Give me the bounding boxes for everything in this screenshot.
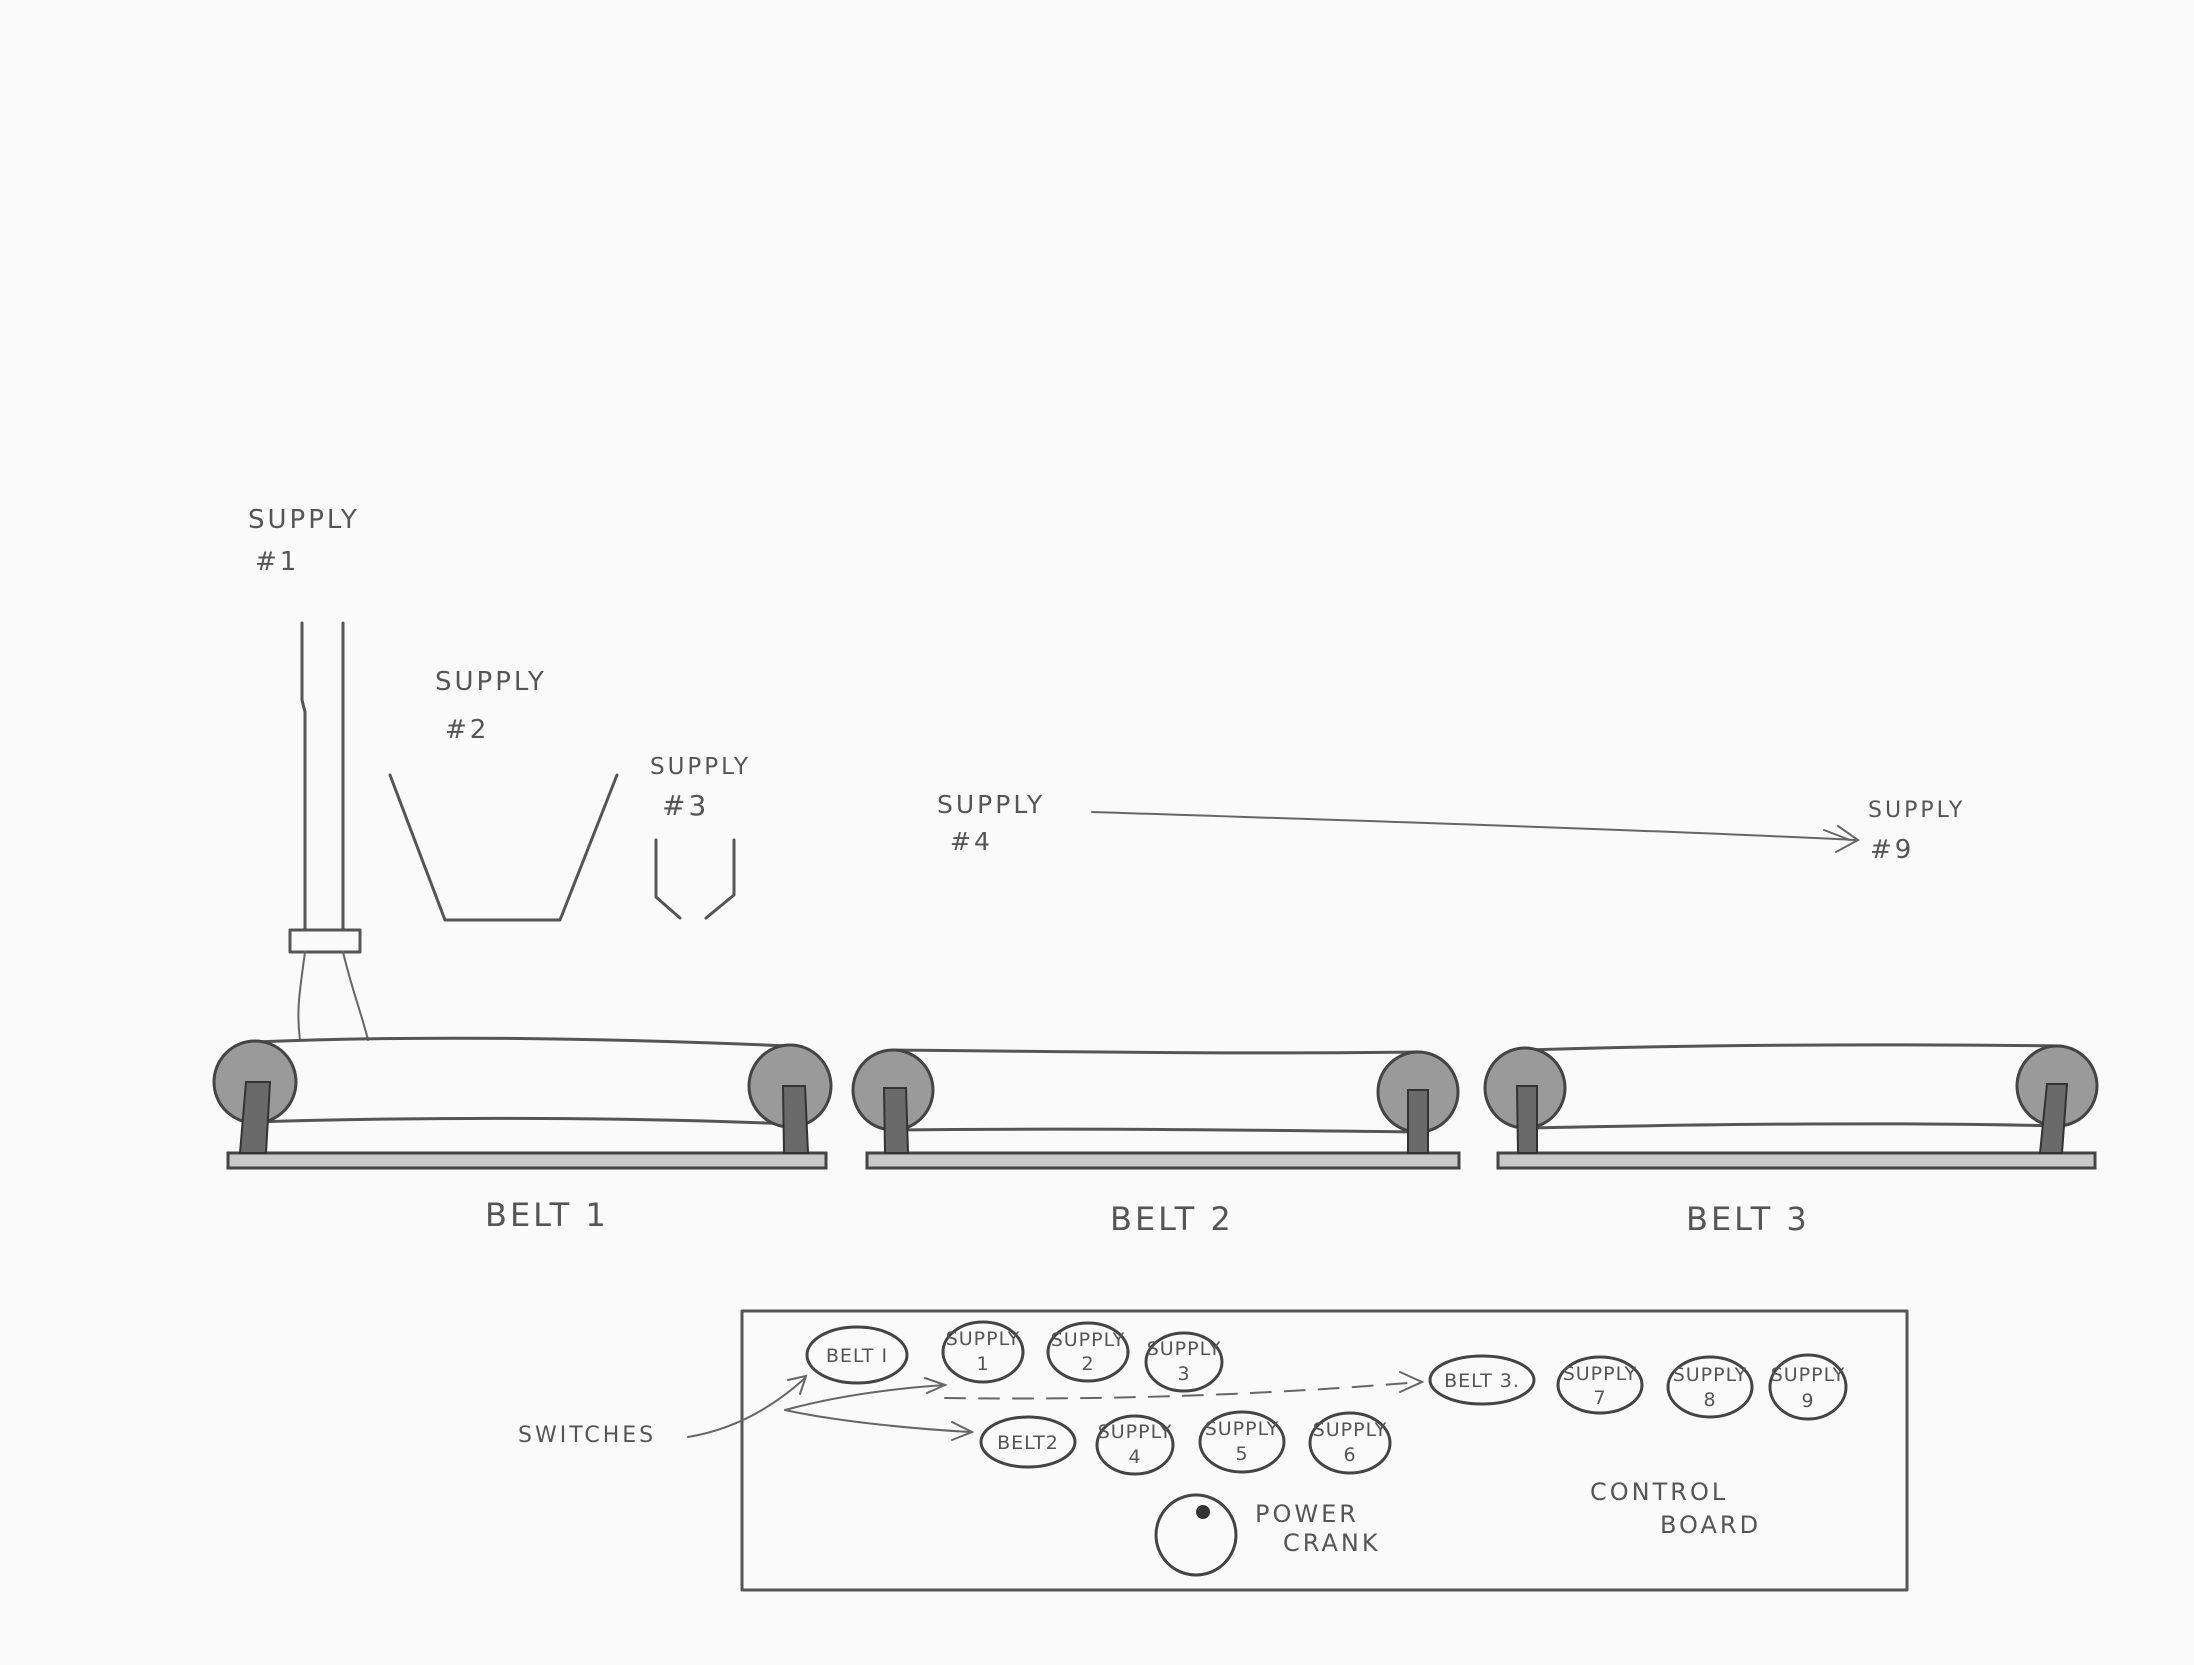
switch-supply-2-number: 2 [1081, 1353, 1094, 1375]
switch-supply-5-label: SUPPLY [1205, 1418, 1280, 1440]
switch-supply-8-number: 8 [1703, 1389, 1716, 1411]
power-crank[interactable] [1154, 1493, 1238, 1577]
belt-2: BELT 2 [851, 1048, 1461, 1238]
switch-belt-1-label: BELT I [826, 1345, 888, 1367]
switch-supply-1-label: SUPPLY [946, 1328, 1021, 1350]
switch-supply-3-label: SUPPLY [1147, 1338, 1222, 1360]
switch-supply-8-label: SUPPLY [1673, 1364, 1748, 1386]
power-crank-handle [1196, 1505, 1210, 1519]
switch-supply-3-number: 3 [1177, 1363, 1190, 1385]
switch-supply-3[interactable]: SUPPLY 3 [1144, 1331, 1224, 1393]
power-crank-label-2: CRANK [1283, 1529, 1381, 1557]
supply-3: SUPPLY #3 [650, 754, 751, 920]
control-board-title: CONTROL [1590, 1478, 1728, 1506]
switch-supply-4-number: 4 [1128, 1446, 1141, 1468]
belt-1: BELT 1 [212, 1036, 833, 1234]
switch-supply-9[interactable]: SUPPLY 9 [1768, 1353, 1848, 1421]
switch-supply-1[interactable]: SUPPLY 1 [941, 1320, 1025, 1384]
switch-supply-6-number: 6 [1343, 1444, 1356, 1466]
power-crank-label: POWER [1255, 1500, 1359, 1528]
belt-1-base [226, 1151, 828, 1170]
supply-9-label: SUPPLY [1868, 798, 1965, 823]
switch-supply-2-label: SUPPLY [1051, 1329, 1126, 1351]
belt-3-label: BELT 3 [1686, 1200, 1810, 1238]
belt-2-base [865, 1151, 1461, 1170]
power-crank-knob[interactable] [1154, 1493, 1238, 1577]
switch-belt-3[interactable]: BELT 3. [1428, 1354, 1536, 1406]
supply-3-chute [654, 838, 736, 920]
supply-1: SUPPLY #1 [248, 505, 369, 1041]
switch-belt-2[interactable]: BELT2 [979, 1415, 1077, 1469]
supply-4-label: SUPPLY [937, 790, 1045, 819]
supply-2: SUPPLY #2 [388, 667, 619, 922]
switch-supply-7[interactable]: SUPPLY 7 [1556, 1355, 1644, 1415]
supply-2-hopper [388, 773, 619, 922]
supply-1-number: #1 [255, 547, 299, 577]
belt-1-label: BELT 1 [485, 1196, 609, 1234]
switch-supply-4[interactable]: SUPPLY 4 [1095, 1414, 1175, 1476]
switch-belt-1[interactable]: BELT I [805, 1325, 909, 1385]
switch-belt-3-label: BELT 3. [1444, 1370, 1520, 1392]
belt-3-base [1496, 1151, 2097, 1170]
supply-3-label: SUPPLY [650, 754, 751, 780]
switch-supply-9-number: 9 [1801, 1390, 1814, 1412]
switches-label: SWITCHES [518, 1423, 656, 1448]
switch-belt-2-label: BELT2 [997, 1432, 1059, 1454]
switch-supply-2[interactable]: SUPPLY 2 [1046, 1321, 1130, 1383]
switch-supply-7-label: SUPPLY [1563, 1363, 1638, 1385]
switch-supply-1-number: 1 [976, 1353, 989, 1375]
switch-supply-6-label: SUPPLY [1313, 1419, 1388, 1441]
switch-supply-6[interactable]: SUPPLY 6 [1308, 1411, 1392, 1475]
switch-supply-9-label: SUPPLY [1771, 1364, 1846, 1386]
supply-3-number: #3 [662, 789, 709, 822]
supply-4-number: #4 [950, 827, 993, 856]
switch-arrows [687, 1371, 1425, 1441]
belt-2-label: BELT 2 [1110, 1200, 1234, 1238]
supply-9: SUPPLY #9 [1868, 798, 1965, 865]
switch-supply-7-number: 7 [1593, 1387, 1606, 1409]
switch-supply-5[interactable]: SUPPLY 5 [1198, 1410, 1286, 1474]
control-board-frame [740, 1309, 1909, 1592]
switch-supply-5-number: 5 [1235, 1443, 1248, 1465]
switch-supply-8[interactable]: SUPPLY 8 [1666, 1355, 1754, 1419]
control-board-title-2: BOARD [1660, 1511, 1761, 1539]
supply-1-pipe [288, 621, 369, 1041]
supply-2-number: #2 [445, 715, 489, 745]
control-board: SWITCHES BELT I SUPPLY 1 SUPPLY 2 [518, 1309, 1909, 1592]
supply-1-label: SUPPLY [248, 505, 360, 535]
supply-2-label: SUPPLY [435, 667, 547, 697]
supply-4: SUPPLY #4 [937, 790, 1045, 856]
switch-supply-4-label: SUPPLY [1098, 1421, 1173, 1443]
supply-9-number: #9 [1870, 835, 1914, 865]
supply-range-arrow [1091, 811, 1860, 853]
belt-3: BELT 3 [1483, 1043, 2099, 1238]
